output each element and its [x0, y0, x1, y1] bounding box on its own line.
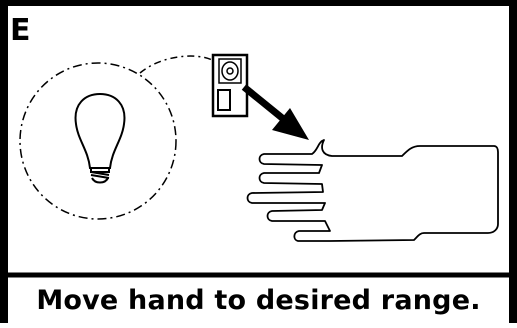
- leader-line: [139, 55, 213, 74]
- instruction-caption: Move hand to desired range.: [36, 285, 481, 316]
- light-bulb-icon: [74, 92, 126, 184]
- arrow-icon: [241, 84, 309, 140]
- step-label: E: [10, 13, 31, 48]
- range-circle: [19, 62, 177, 220]
- motion-sensor-switch-icon: [211, 53, 249, 118]
- hand-icon: [246, 139, 499, 242]
